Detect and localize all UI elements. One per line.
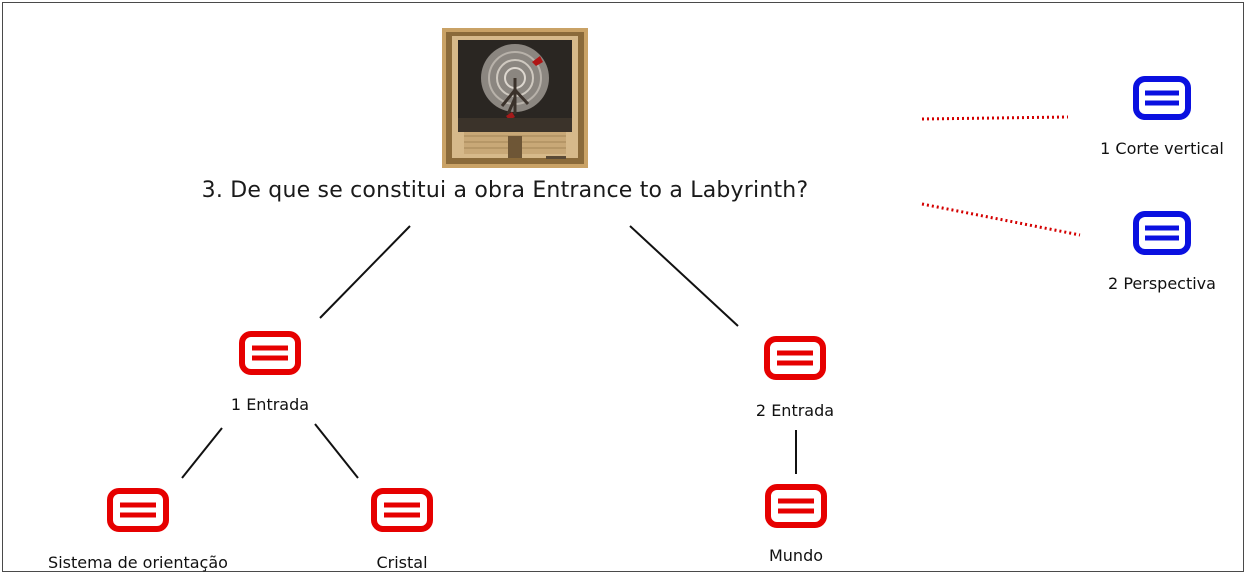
list-icon bbox=[107, 488, 169, 532]
node-label: Sistema de orientação bbox=[48, 553, 228, 572]
list-icon bbox=[764, 336, 826, 380]
node-label: 2 Perspectiva bbox=[1108, 274, 1216, 293]
node-label: Cristal bbox=[376, 553, 428, 572]
connector-question-entrada1 bbox=[319, 225, 411, 319]
list-icon bbox=[1133, 211, 1191, 255]
artwork-thumbnail bbox=[442, 28, 588, 168]
question-title: 3. De que se constitui a obra Entrance t… bbox=[201, 178, 809, 203]
connector-entrada1-cristal bbox=[314, 423, 359, 479]
connector-question-entrada2 bbox=[629, 225, 739, 327]
image-icon bbox=[442, 28, 588, 168]
node-label: 1 Entrada bbox=[230, 395, 310, 414]
node-label: 1 Corte vertical bbox=[1100, 139, 1224, 158]
list-icon bbox=[765, 484, 827, 528]
node-label: Mundo bbox=[768, 546, 824, 565]
dotted-link-corte bbox=[921, 115, 1069, 121]
connector-entrada1-sistema bbox=[181, 427, 223, 479]
list-icon bbox=[371, 488, 433, 532]
node-label: 2 Entrada bbox=[755, 401, 835, 420]
dotted-link-perspectiva bbox=[921, 202, 1081, 237]
list-icon bbox=[1133, 76, 1191, 120]
list-icon bbox=[239, 331, 301, 375]
